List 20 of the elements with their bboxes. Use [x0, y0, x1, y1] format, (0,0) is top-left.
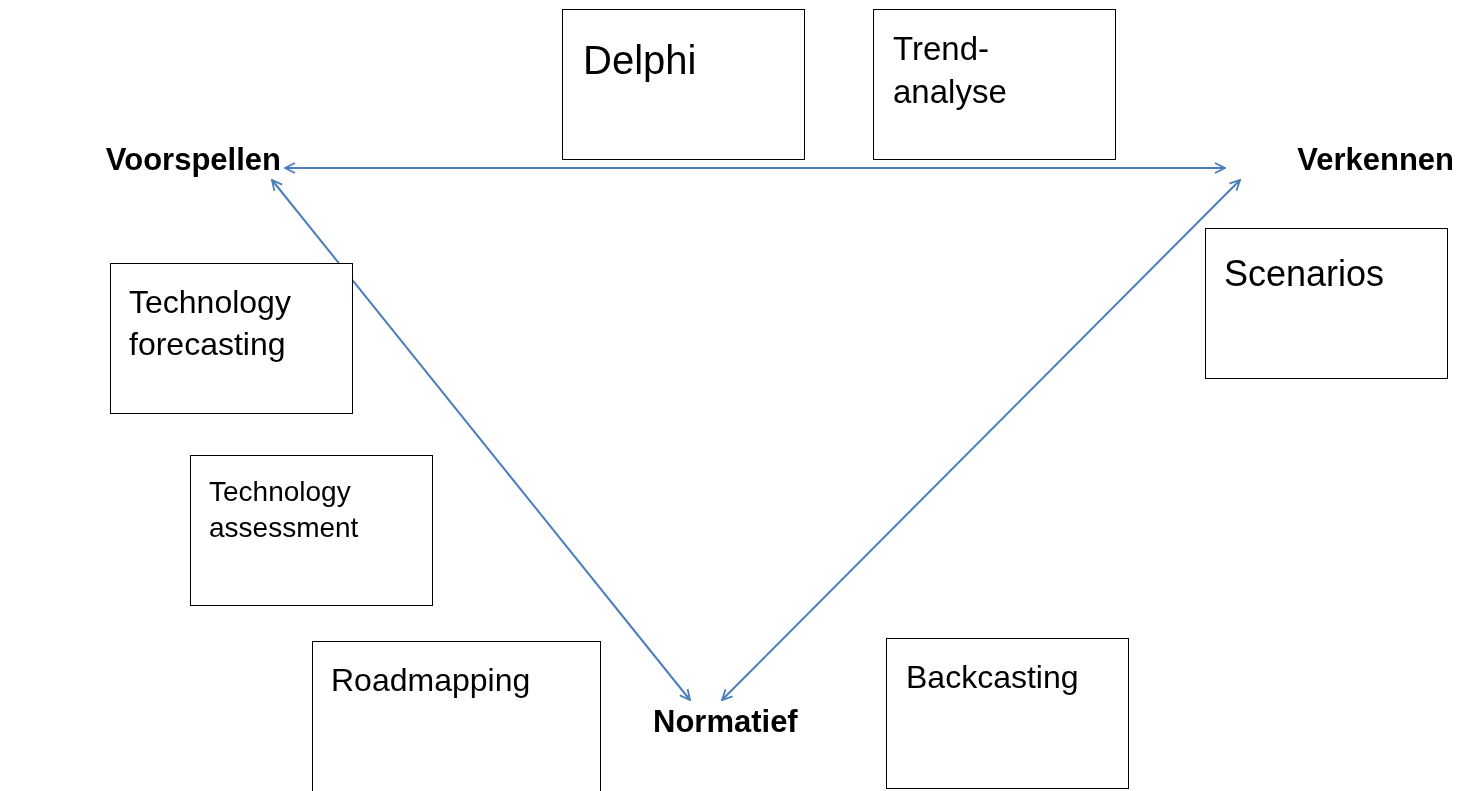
category-heading: Voorspellen [60, 138, 285, 180]
text-box [886, 638, 1129, 789]
method-label: Backcasting [906, 658, 1080, 697]
method-label: Technology forecasting [129, 283, 292, 364]
method-label: Roadmapping [331, 661, 532, 700]
category-heading: Normatief [645, 700, 835, 742]
double-headed-arrow [284, 162, 1226, 174]
method-label: Scenarios [1224, 252, 1386, 296]
text-box [562, 9, 805, 160]
double-headed-arrow [271, 179, 691, 701]
text-box [312, 641, 601, 791]
category-heading: Verkennen [1225, 138, 1458, 180]
text-box [873, 9, 1116, 160]
double-headed-arrow [721, 179, 1241, 701]
method-label: Trend- analyse [893, 29, 1008, 112]
text-box [190, 455, 433, 606]
method-label: Technology assessment [209, 475, 360, 546]
method-label: Delphi [583, 37, 698, 84]
text-box [1205, 228, 1448, 379]
text-box [110, 263, 353, 414]
